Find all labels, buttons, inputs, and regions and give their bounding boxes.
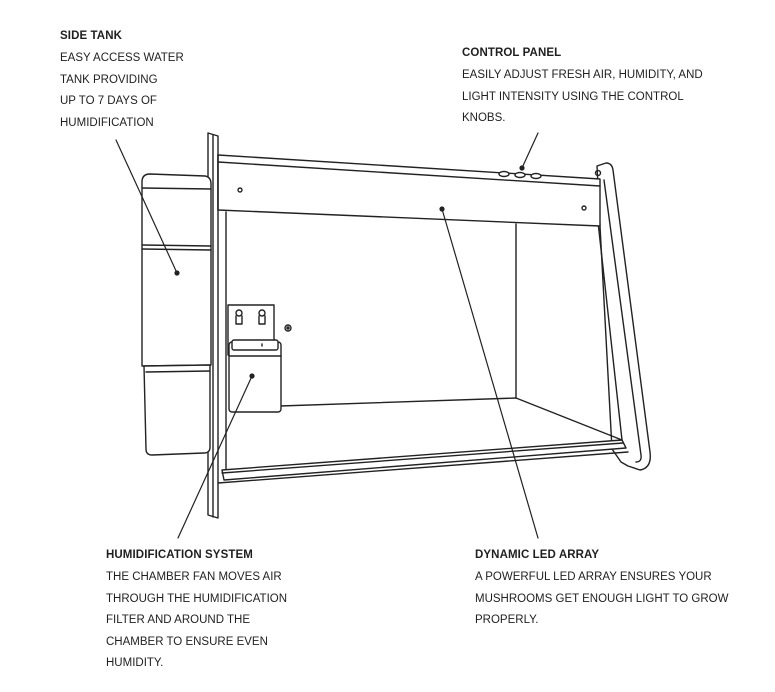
led-array-heading: DYNAMIC LED ARRAY (475, 549, 600, 561)
led-array-line: PROPERLY. (475, 614, 539, 626)
humidification-line: HUMIDITY. (106, 657, 164, 669)
side-tank-line: TANK PROVIDING (60, 73, 158, 86)
leader-lines (115, 132, 539, 539)
leader-humidification (177, 375, 253, 539)
humidifier-unit (228, 339, 282, 413)
callout-dynamic-led-array: DYNAMIC LED ARRAY A POWERFUL LED ARRAY E… (475, 549, 728, 632)
control-knobs (498, 170, 542, 180)
callout-humidification-system: HUMIDIFICATION SYSTEM THE CHAMBER FAN MO… (106, 549, 287, 675)
control-panel-line: KNOBS. (462, 112, 506, 124)
led-beam (217, 154, 602, 227)
humidification-line: CHAMBER TO ENSURE EVEN (106, 635, 268, 648)
led-array-line: A POWERFUL LED ARRAY ENSURES YOUR (475, 571, 712, 583)
callout-control-panel: CONTROL PANEL EASILY ADJUST FRESH AIR, H… (462, 47, 703, 130)
side-tank-line: HUMIDIFICATION (60, 116, 154, 129)
right-frame (596, 162, 651, 471)
chamber (217, 211, 629, 484)
control-panel-line: LIGHT INTENSITY USING THE CONTROL (462, 90, 684, 103)
side-tank (141, 173, 212, 456)
side-tank-heading: SIDE TANK (60, 30, 123, 42)
leader-control-panel (521, 132, 539, 169)
led-array-line: MUSHROOMS GET ENOUGH LIGHT TO GROW (475, 592, 729, 605)
side-tank-line: EASY ACCESS WATER (60, 52, 184, 64)
humidification-line: THE CHAMBER FAN MOVES AIR (106, 571, 282, 583)
humidification-heading: HUMIDIFICATION SYSTEM (106, 549, 253, 561)
humidification-line: THROUGH THE HUMIDIFICATION (106, 592, 288, 605)
side-tank-line: UP TO 7 DAYS OF (60, 95, 157, 107)
humidification-line: FILTER AND AROUND THE (106, 614, 250, 626)
control-panel-line: EASILY ADJUST FRESH AIR, HUMIDITY, AND (462, 69, 703, 81)
leader-led-array (441, 208, 539, 539)
leader-side-tank (115, 139, 178, 274)
callout-side-tank: SIDE TANK EASY ACCESS WATER TANK PROVIDI… (60, 30, 184, 134)
control-panel-heading: CONTROL PANEL (462, 47, 562, 59)
